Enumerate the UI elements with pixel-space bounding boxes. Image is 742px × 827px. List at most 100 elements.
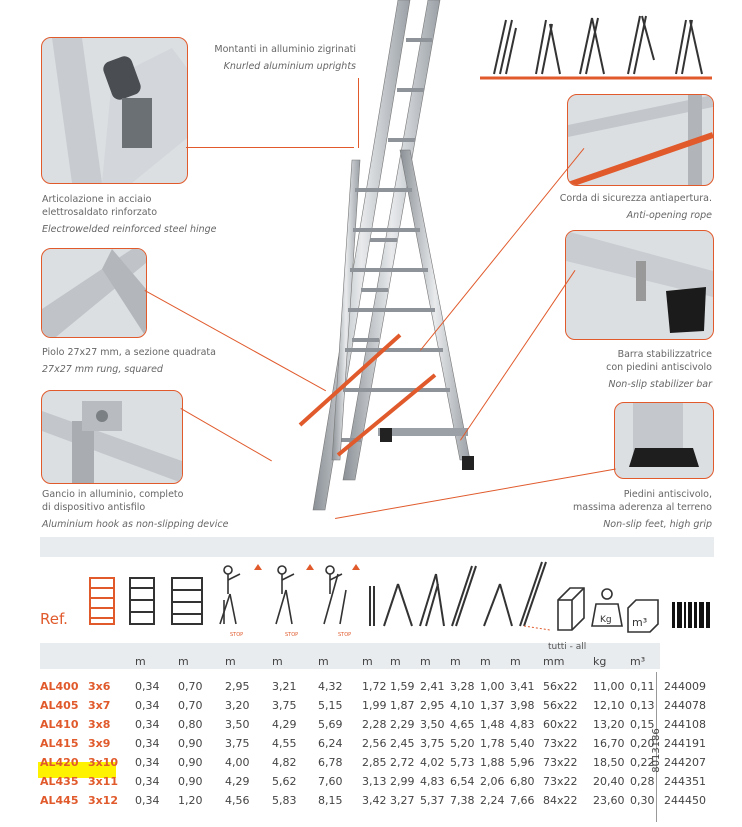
row-cell: 7,66: [510, 794, 535, 807]
row-cell: 3,42: [362, 794, 387, 807]
row-size: 3x10: [88, 756, 119, 769]
row-cell: 2,24: [480, 794, 505, 807]
row-cell: 1,78: [480, 737, 505, 750]
row-cell: 3,75: [272, 699, 297, 712]
leader-hinge: [186, 147, 354, 148]
row-cell: 4,55: [272, 737, 297, 750]
row-cell: 0,90: [178, 756, 203, 769]
caption-uprights: Montanti in alluminio zigrinati Knurled …: [170, 43, 356, 73]
caption-feet-it2: massima aderenza al terreno: [573, 502, 712, 513]
row-cell: 1,88: [480, 756, 505, 769]
ref-label: Ref.: [40, 610, 68, 628]
row-cell: 0,70: [178, 699, 203, 712]
row-ref: AL410: [40, 718, 79, 731]
row-cell: 0,30: [630, 794, 655, 807]
row-ref: AL400: [40, 680, 79, 693]
row-cell: 0,34: [135, 680, 160, 693]
closed-config-icon: [369, 586, 375, 626]
unit-tutti: tutti - all: [548, 642, 587, 652]
row-cell: 5,96: [510, 756, 535, 769]
base-width-icon: [129, 577, 155, 625]
row-cell: 7,38: [450, 794, 475, 807]
row-cell: 6,78: [318, 756, 343, 769]
row-code: 244009: [664, 680, 706, 693]
row-cell: 6,24: [318, 737, 343, 750]
caption-hinge: Articolazione in acciaio elettrosaldato …: [42, 193, 242, 236]
row-cell: 4,29: [225, 775, 250, 788]
caption-feet: Piedini antiscivolo, massima aderenza al…: [512, 488, 712, 531]
caption-rung: Piolo 27x27 mm, a sezione quadrata 27x27…: [42, 346, 262, 376]
row-code: 244108: [664, 718, 706, 731]
caption-hinge-en: Electrowelded reinforced steel hinge: [42, 224, 217, 235]
row-code: 244450: [664, 794, 706, 807]
unit-cell: m: [272, 655, 283, 668]
kg-label: Kg: [600, 615, 612, 625]
row-cell: 2,72: [390, 756, 415, 769]
row-cell: 3,28: [450, 680, 475, 693]
row-cell: 7,60: [318, 775, 343, 788]
row-cell: 1,99: [362, 699, 387, 712]
row-cell: 2,06: [480, 775, 505, 788]
row-cell: 0,28: [630, 775, 655, 788]
row-code: 244191: [664, 737, 706, 750]
row-size: 3x12: [88, 794, 119, 807]
row-cell: 5,62: [272, 775, 297, 788]
row-ref: AL420: [40, 756, 79, 769]
stop-label-1: STOP: [230, 632, 243, 638]
row-cell: 2,28: [362, 718, 387, 731]
row-code: 244351: [664, 775, 706, 788]
row-cell: 0,20: [630, 737, 655, 750]
row-cell: 60x22: [543, 718, 578, 731]
row-cell: 5,83: [272, 794, 297, 807]
working-height-icon-3: [323, 565, 347, 625]
row-cell: 2,85: [362, 756, 387, 769]
model-silhouettes: [480, 15, 712, 80]
caption-hook-it2: di dispositivo antisfilo: [42, 502, 146, 513]
caption-hinge-it1: Articolazione in acciaio: [42, 194, 152, 205]
row-size: 3x11: [88, 775, 119, 788]
row-cell: 1,48: [480, 718, 505, 731]
caption-rope-it: Corda di sicurezza antiapertura.: [559, 193, 712, 204]
row-cell: 2,29: [390, 718, 415, 731]
stop-label-3: STOP: [338, 632, 351, 638]
row-cell: 2,56: [362, 737, 387, 750]
caption-stabilizer-it2: con piedini antiscivolo: [606, 362, 712, 373]
caption-hinge-it2: elettrosaldato rinforzato: [42, 207, 158, 218]
row-cell: 20,40: [593, 775, 625, 788]
row-cell: 5,69: [318, 718, 343, 731]
unit-cell: m: [480, 655, 491, 668]
a-frame-long-icon: [483, 583, 513, 627]
row-cell: 4,32: [318, 680, 343, 693]
unit-cell: m: [420, 655, 431, 668]
hinge-photo: [41, 37, 188, 184]
row-cell: 5,15: [318, 699, 343, 712]
row-cell: 0,13: [630, 699, 655, 712]
row-cell: 3,13: [362, 775, 387, 788]
row-cell: 56x22: [543, 680, 578, 693]
caption-rope-en: Anti-opening rope: [626, 210, 712, 221]
row-cell: 2,41: [420, 680, 445, 693]
row-size: 3x8: [88, 718, 111, 731]
highlight-al420: [38, 762, 116, 778]
row-cell: 4,82: [272, 756, 297, 769]
row-cell: 11,00: [593, 680, 625, 693]
unit-cell: m: [178, 655, 189, 668]
group-code: 8013186: [650, 728, 662, 773]
row-cell: 2,95: [420, 699, 445, 712]
profile-icon: [557, 587, 585, 631]
unit-cell: mm: [543, 655, 565, 668]
hook-photo: [41, 390, 183, 484]
row-cell: 3,21: [272, 680, 297, 693]
row-cell: 0,11: [630, 680, 655, 693]
row-cell: 1,20: [178, 794, 203, 807]
table-top-band: [40, 537, 714, 557]
leader-uprights: [358, 78, 359, 148]
